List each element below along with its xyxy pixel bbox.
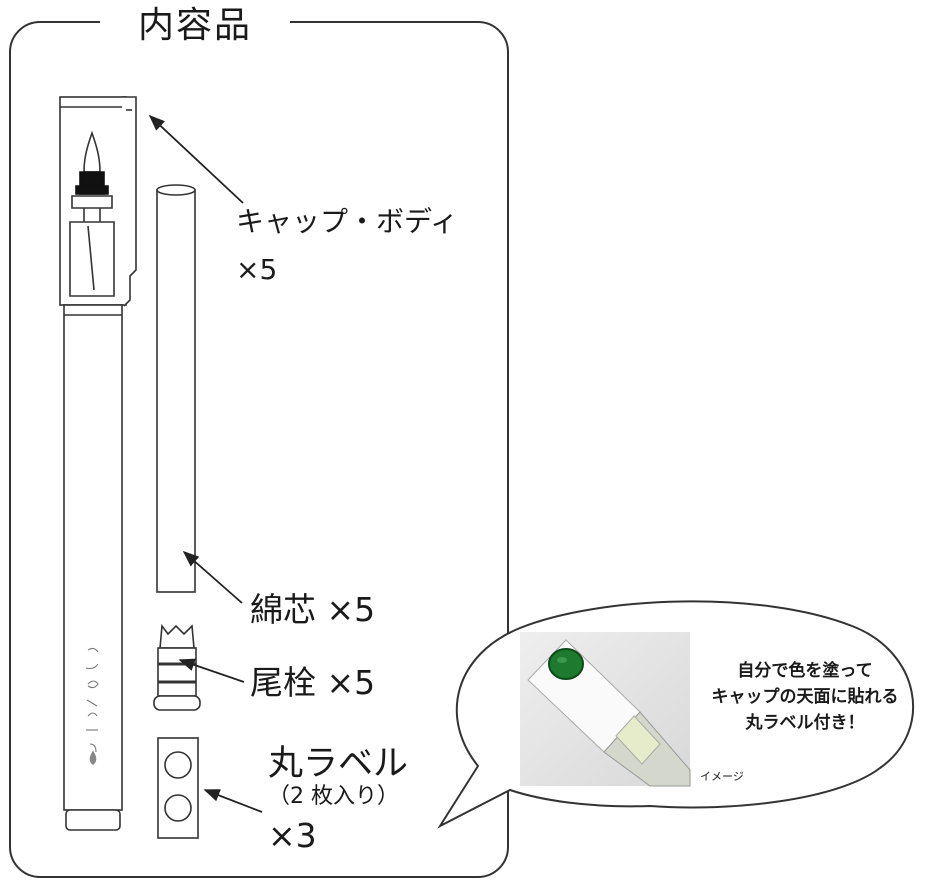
image-note: イメージ — [700, 770, 744, 783]
round-label-name: 丸ラベル — [268, 744, 409, 784]
callout-text: 自分で色を塗って キャップの天面に貼れる 丸ラベル付き！ — [700, 658, 910, 736]
tail-plug-illustration — [153, 623, 201, 711]
callout-line-2: キャップの天面に貼れる — [711, 687, 899, 707]
tail-plug-label: 尾栓 ×5 — [250, 663, 376, 702]
callout-line-1: 自分で色を塗って — [737, 661, 873, 681]
page-title: 内容品 — [100, 2, 290, 50]
wick-tube-illustration — [156, 184, 196, 593]
cap-body-count: ×5 — [236, 253, 278, 286]
cap-photo — [520, 632, 691, 787]
round-label-note: （2 枚入り） — [268, 784, 399, 809]
round-label-count: ×3 — [268, 816, 317, 855]
pen-illustration — [59, 96, 137, 831]
cap-body-label: キャップ・ボディ — [236, 205, 459, 238]
green-round-label — [548, 648, 584, 680]
callout-arrows — [148, 114, 263, 813]
round-label-sheet — [157, 737, 199, 839]
callout-line-3: 丸ラベル付き！ — [745, 713, 865, 733]
wick-label: 綿芯 ×5 — [250, 590, 376, 629]
